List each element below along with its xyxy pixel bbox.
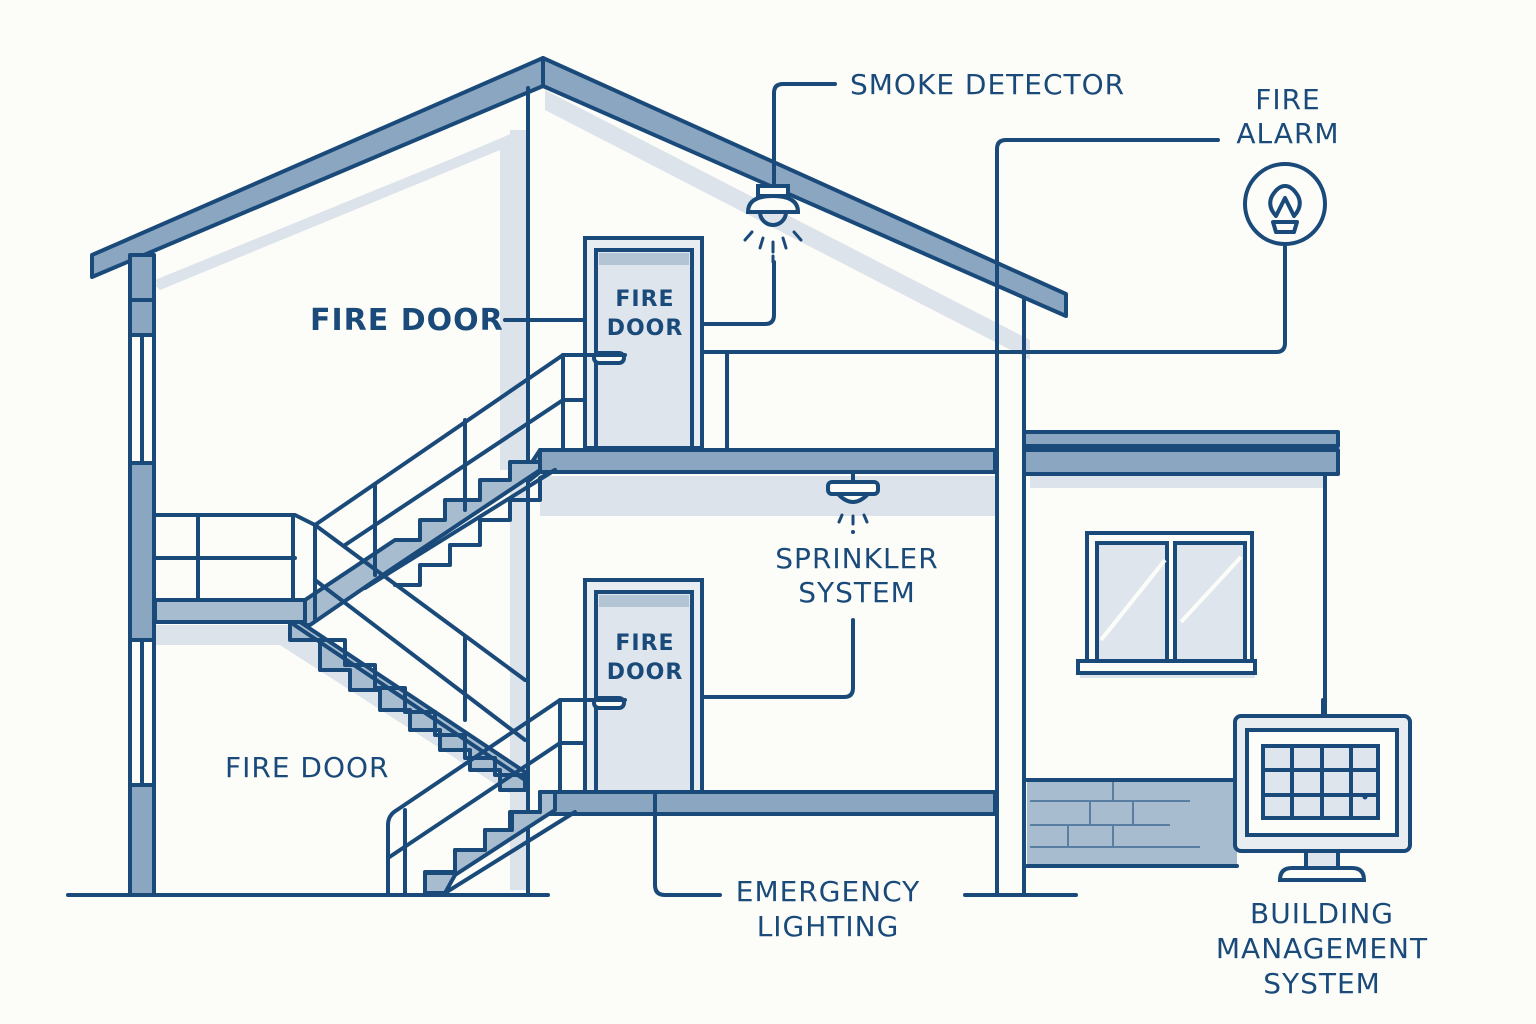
ground-stair-flight <box>423 790 577 895</box>
brick-pattern <box>1030 782 1200 848</box>
lower-stair-flight <box>288 620 527 792</box>
annex-building <box>1022 430 1340 868</box>
mid-landing <box>153 513 317 624</box>
right-column <box>995 148 1026 897</box>
label-fire-door-lower: FIRE DOOR <box>225 751 390 784</box>
upper-stair-railing <box>313 353 627 577</box>
lower-fire-door: FIRE DOOR <box>583 578 704 794</box>
emergency-lighting-leader <box>653 793 722 897</box>
fire-alarm-icon <box>1243 162 1327 246</box>
upper-door-sign-line2: DOOR <box>607 316 684 341</box>
upper-landing-railing <box>700 350 1002 452</box>
ground-stair-railing <box>386 698 627 897</box>
fire-alarm-leader <box>700 242 1287 354</box>
ground-floor-slab <box>538 790 997 816</box>
lower-door-sign-line1: FIRE <box>615 631 674 656</box>
label-bms-line1: BUILDING <box>1250 897 1394 930</box>
label-sprinkler-line1: SPRINKLER <box>775 542 938 575</box>
sprinkler-leader <box>700 618 855 699</box>
labels: SMOKE DETECTOR FIRE ALARM FIRE DOOR FIRE… <box>225 68 1428 1000</box>
label-fire-alarm-line2: ALARM <box>1236 117 1339 150</box>
sprinkler-icon <box>826 471 880 534</box>
roof <box>90 56 1068 318</box>
label-sprinkler-line2: SYSTEM <box>798 576 916 609</box>
label-fire-door-upper: FIRE DOOR <box>310 303 504 338</box>
label-fire-alarm-line1: FIRE <box>1255 83 1321 116</box>
label-bms-line2: MANAGEMENT <box>1216 932 1428 965</box>
lower-door-sign-line2: DOOR <box>607 660 684 685</box>
label-emergency-line2: LIGHTING <box>757 910 900 943</box>
upper-fire-door: FIRE DOOR <box>583 236 704 450</box>
annex-window <box>1076 531 1257 675</box>
upper-door-sign-line1: FIRE <box>615 287 674 312</box>
upper-stair-flight <box>288 448 557 627</box>
smoke-detector-leader <box>772 82 837 188</box>
label-bms-line3: SYSTEM <box>1263 967 1381 1000</box>
monitor-icon <box>1233 698 1412 882</box>
label-emergency-line1: EMERGENCY <box>736 875 921 908</box>
smoke-detector-to-door-leader <box>700 260 776 326</box>
fire-alarm-label-leader <box>995 138 1220 152</box>
left-wall-column <box>128 253 156 897</box>
lower-stair-railing <box>313 523 527 742</box>
upper-floor-slab <box>518 448 997 482</box>
label-smoke-detector: SMOKE DETECTOR <box>850 68 1125 101</box>
